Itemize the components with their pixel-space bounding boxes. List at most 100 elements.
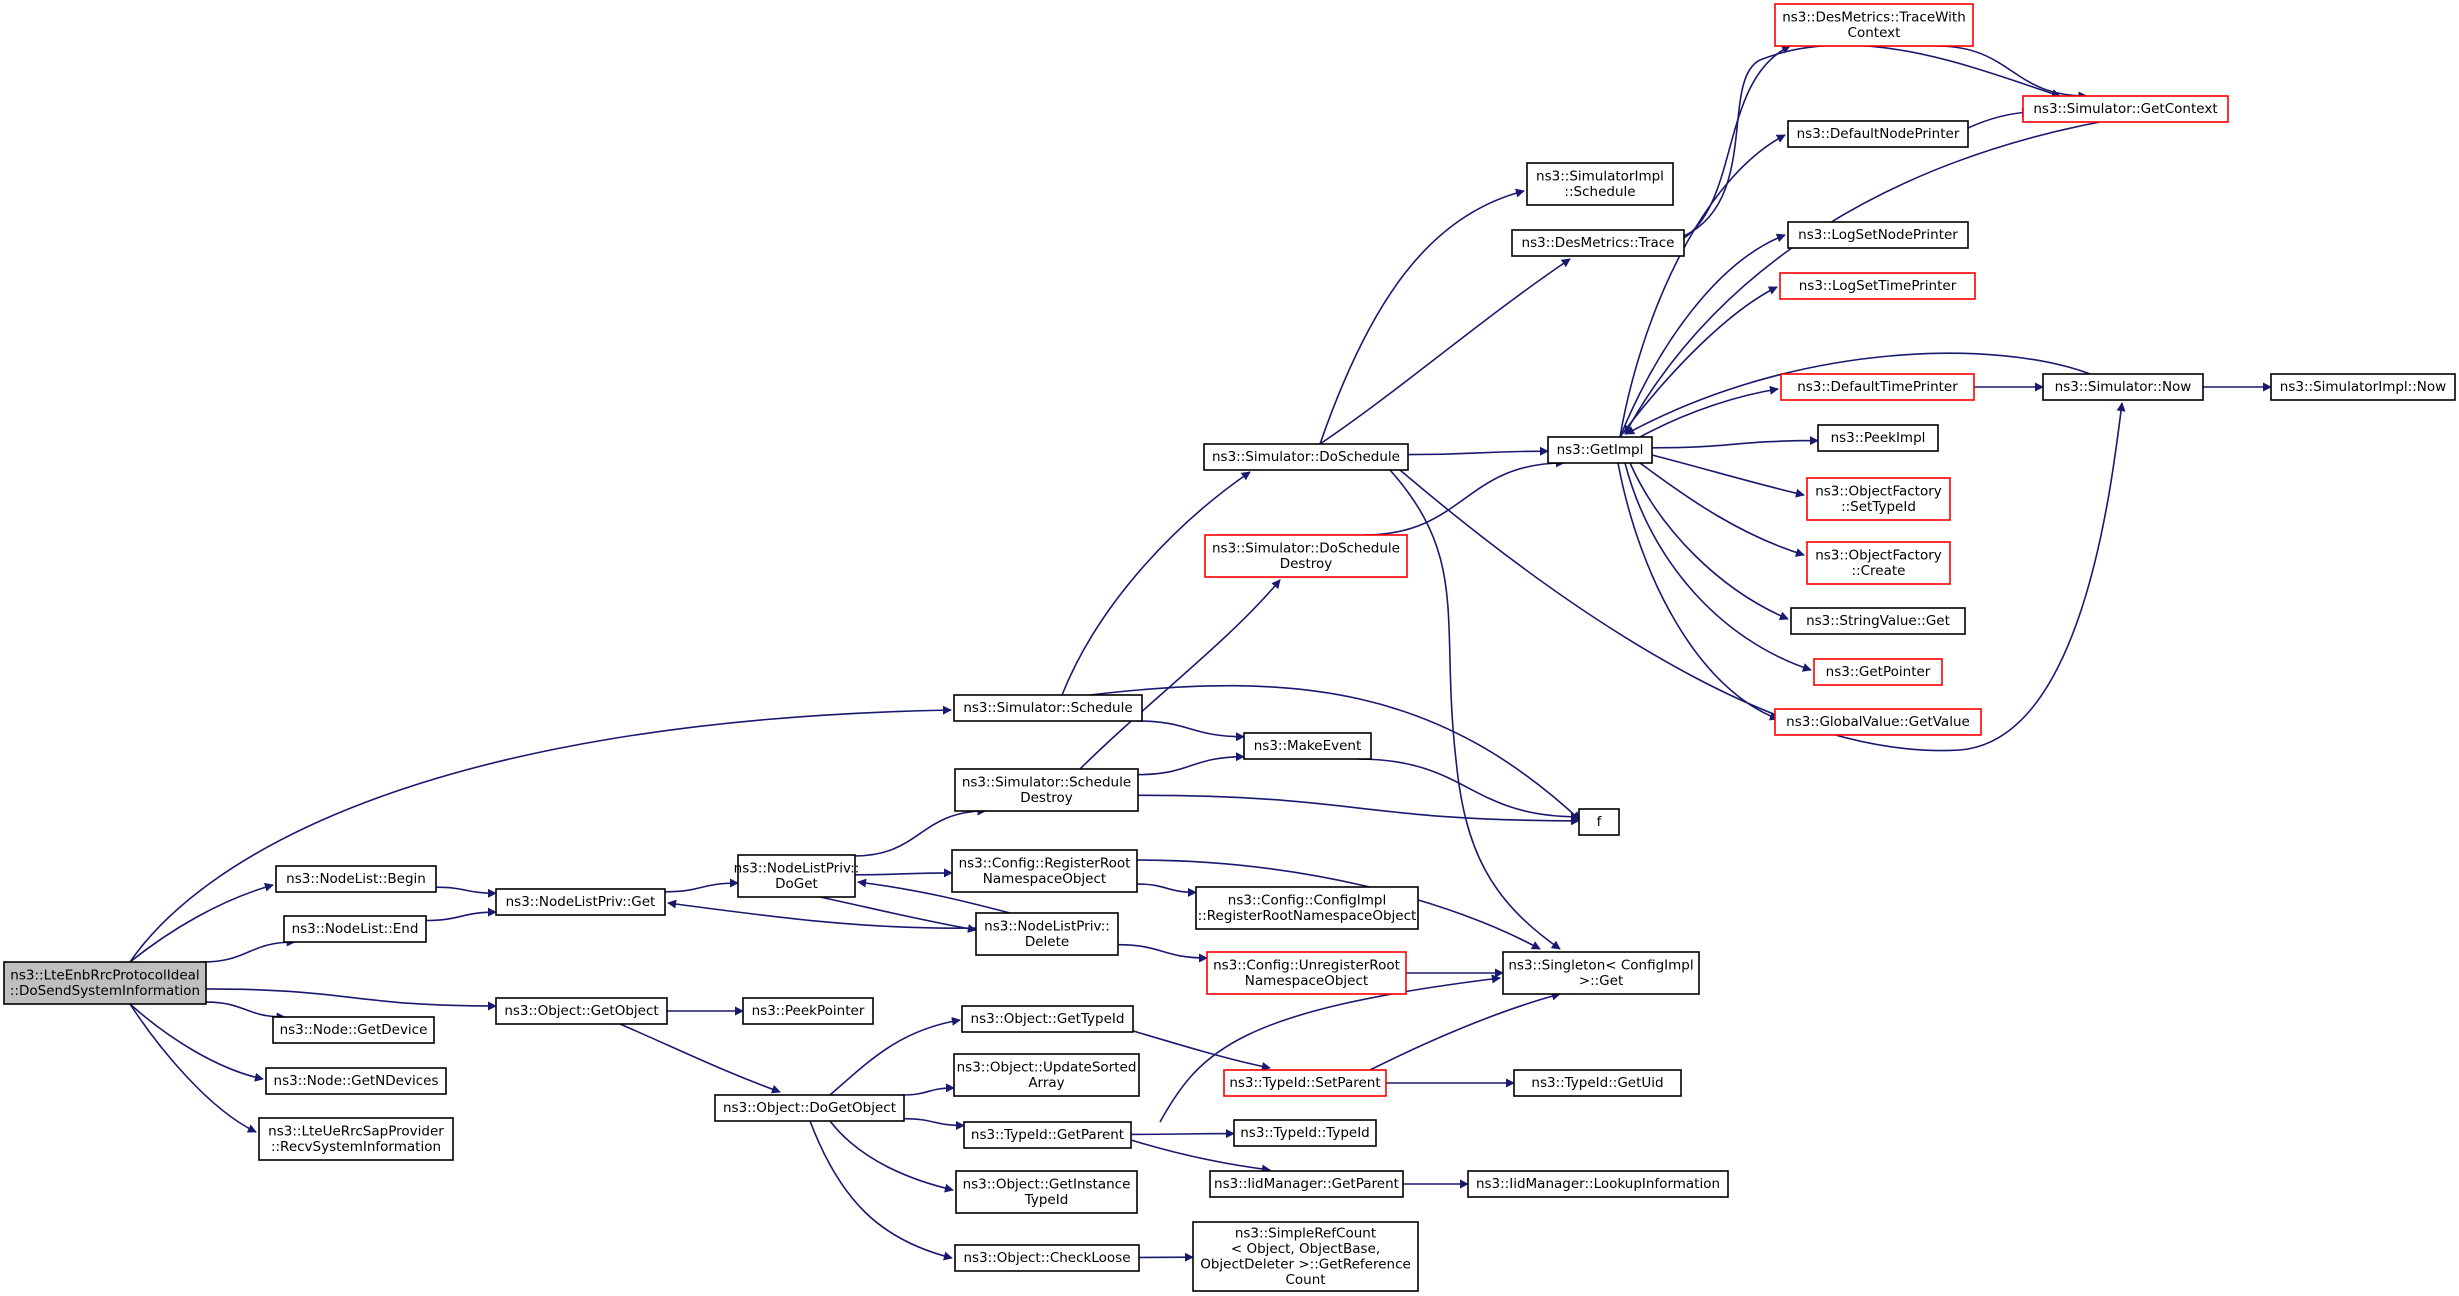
node-getimpl[interactable]: ns3::GetImpl xyxy=(1547,436,1653,464)
node-label: Context xyxy=(1848,25,1901,41)
node-logsettime[interactable]: ns3::LogSetTimePrinter xyxy=(1779,272,1976,300)
edge-objdogetobj-to-objcheckloose xyxy=(809,1120,953,1261)
edge-getimpl-to-stringvalueget xyxy=(1629,462,1789,620)
node-box xyxy=(954,768,1139,812)
node-root[interactable]: ns3::LteEnbRrcProtocolIdeal::DoSendSyste… xyxy=(3,961,207,1005)
node-simnow[interactable]: ns3::Simulator::Now xyxy=(2042,373,2204,401)
node-iidgetparent[interactable]: ns3::IidManager::GetParent xyxy=(1209,1170,1404,1198)
node-label: ns3::DefaultNodePrinter xyxy=(1797,126,1960,142)
node-box xyxy=(1467,1170,1729,1198)
node-peekptr[interactable]: ns3::PeekPointer xyxy=(742,997,874,1025)
node-label: ns3::ObjectFactory xyxy=(1815,483,1942,499)
node-label: ns3::LogSetTimePrinter xyxy=(1799,278,1957,294)
edge-layer xyxy=(129,44,2272,1262)
node-box xyxy=(495,888,666,916)
node-typeidgetuid[interactable]: ns3::TypeId::GetUid xyxy=(1513,1069,1682,1097)
edge-nlpdelete-to-nlpdoget xyxy=(857,878,1011,914)
edge-simscheddestroy-to-makeevent xyxy=(1137,752,1245,776)
node-box xyxy=(1817,424,1939,452)
node-cfgimplreg[interactable]: ns3::Config::ConfigImpl::RegisterRootNam… xyxy=(1195,886,1419,930)
node-deftimeprinter[interactable]: ns3::DefaultTimePrinter xyxy=(1780,373,1975,401)
node-typeidgetparent[interactable]: ns3::TypeId::GetParent xyxy=(963,1121,1132,1149)
node-label: ns3::Object::DoGetObject xyxy=(723,1100,896,1116)
node-simplerefcount[interactable]: ns3::SimpleRefCount< Object, ObjectBase,… xyxy=(1192,1221,1419,1292)
node-box xyxy=(1223,1069,1387,1097)
edge-nlpget-to-nlpdoget xyxy=(664,878,739,893)
edge-simdosched-to-simnow xyxy=(1399,402,2126,752)
node-nlpdoget[interactable]: ns3::NodeListPriv::DoGet xyxy=(734,854,860,898)
node-box xyxy=(2042,373,2204,401)
node-stringvalueget[interactable]: ns3::StringValue::Get xyxy=(1790,607,1966,635)
node-desmetrace[interactable]: ns3::DesMetrics::Trace xyxy=(1511,229,1685,257)
node-nlpdelete[interactable]: ns3::NodeListPriv::Delete xyxy=(975,912,1119,956)
node-box xyxy=(1192,1221,1419,1292)
node-cfgregroot[interactable]: ns3::Config::RegisterRootNamespaceObject xyxy=(951,849,1138,893)
node-simsched[interactable]: ns3::Simulator::Schedule xyxy=(953,694,1143,722)
node-objgetobj[interactable]: ns3::Object::GetObject xyxy=(495,997,668,1025)
edge-makeevent-to-f xyxy=(1357,758,1580,822)
node-getpointer[interactable]: ns3::GetPointer xyxy=(1813,658,1943,686)
node-objdogetobj[interactable]: ns3::Object::DoGetObject xyxy=(714,1094,905,1122)
node-label: ns3::MakeEvent xyxy=(1254,738,1362,754)
node-nlbegin[interactable]: ns3::NodeList::Begin xyxy=(275,865,437,893)
node-box xyxy=(714,1094,905,1122)
node-box xyxy=(954,1244,1140,1272)
edge-nlpdoget-to-cfgregroot xyxy=(854,868,953,878)
node-label: ns3::DesMetrics::Trace xyxy=(1522,235,1675,251)
edge-typeidgetparent-to-iidgetparent xyxy=(1130,1139,1271,1174)
edge-root-to-nodegetn xyxy=(129,1003,264,1082)
node-label: ns3::Object::GetInstance xyxy=(963,1176,1131,1192)
node-nodegetn[interactable]: ns3::Node::GetNDevices xyxy=(265,1067,447,1095)
node-simimplnow[interactable]: ns3::SimulatorImpl::Now xyxy=(2270,373,2456,401)
edge-root-to-nodegetdev xyxy=(205,1001,286,1022)
edge-simscheddestroy-to-f xyxy=(1137,794,1580,826)
node-label: ns3::TypeId::SetParent xyxy=(1229,1075,1380,1091)
node-nodegetdev[interactable]: ns3::Node::GetDevice xyxy=(272,1016,435,1044)
node-label: Delete xyxy=(1025,934,1069,950)
node-typeidtypeid[interactable]: ns3::TypeId::TypeId xyxy=(1233,1119,1377,1147)
node-objfactcreate[interactable]: ns3::ObjectFactory::Create xyxy=(1806,541,1951,585)
node-f[interactable]: f xyxy=(1578,808,1620,836)
edge-objdogetobj-to-objgettypeid xyxy=(829,1016,961,1096)
node-label: ObjectDeleter >::GetReference xyxy=(1200,1256,1411,1272)
node-box xyxy=(1547,436,1653,464)
node-makeevent[interactable]: ns3::MakeEvent xyxy=(1243,732,1372,760)
node-nlpget[interactable]: ns3::NodeListPriv::Get xyxy=(495,888,666,916)
node-typeidsetparent[interactable]: ns3::TypeId::SetParent xyxy=(1223,1069,1387,1097)
node-objgettypeid[interactable]: ns3::Object::GetTypeId xyxy=(961,1005,1134,1033)
node-nlend[interactable]: ns3::NodeList::End xyxy=(283,915,427,943)
node-label: ns3::Object::GetObject xyxy=(504,1003,658,1019)
edge-simdoscheddestroy-to-getimpl xyxy=(1364,458,1565,536)
node-simgetctx[interactable]: ns3::Simulator::GetContext xyxy=(2022,95,2229,123)
node-simimplsched[interactable]: ns3::SimulatorImpl::Schedule xyxy=(1526,162,1674,206)
edge-getimpl-to-logsetnode xyxy=(1619,233,1786,438)
node-objfactsettype[interactable]: ns3::ObjectFactory::SetTypeId xyxy=(1806,477,1951,521)
node-defnodeprinter[interactable]: ns3::DefaultNodePrinter xyxy=(1787,120,1969,148)
node-label: ns3::SimulatorImpl::Now xyxy=(2280,379,2446,395)
node-box xyxy=(1206,951,1407,995)
edge-cfgregroot-to-singleton xyxy=(1136,859,1541,950)
node-box xyxy=(1243,732,1372,760)
edge-objdogetobj-to-typeidgetparent xyxy=(903,1117,965,1130)
node-objcheckloose[interactable]: ns3::Object::CheckLoose xyxy=(954,1244,1140,1272)
node-iidlookup[interactable]: ns3::IidManager::LookupInformation xyxy=(1467,1170,1729,1198)
node-box xyxy=(275,865,437,893)
node-label: ns3::IidManager::GetParent xyxy=(1214,1176,1399,1192)
edge-simsched-to-simdosched xyxy=(1061,471,1251,696)
node-cfgunreg[interactable]: ns3::Config::UnregisterRootNamespaceObje… xyxy=(1206,951,1407,995)
node-label: ::RegisterRootNamespaceObject xyxy=(1198,908,1417,924)
edge-getimpl-to-logsettime xyxy=(1619,286,1778,438)
edge-simsched-to-f xyxy=(1089,684,1581,821)
node-singleton[interactable]: ns3::Singleton< ConfigImpl >::Get xyxy=(1502,951,1700,995)
node-simdosched[interactable]: ns3::Simulator::DoSchedule xyxy=(1203,443,1409,471)
node-logsetnode[interactable]: ns3::LogSetNodePrinter xyxy=(1787,221,1969,249)
node-label: NamespaceObject xyxy=(1245,973,1368,989)
node-peekimpl[interactable]: ns3::PeekImpl xyxy=(1817,424,1939,452)
node-globalvalueget[interactable]: ns3::GlobalValue::GetValue xyxy=(1774,708,1982,736)
node-recvsys[interactable]: ns3::LteUeRrcSapProvider::RecvSystemInfo… xyxy=(258,1117,454,1161)
